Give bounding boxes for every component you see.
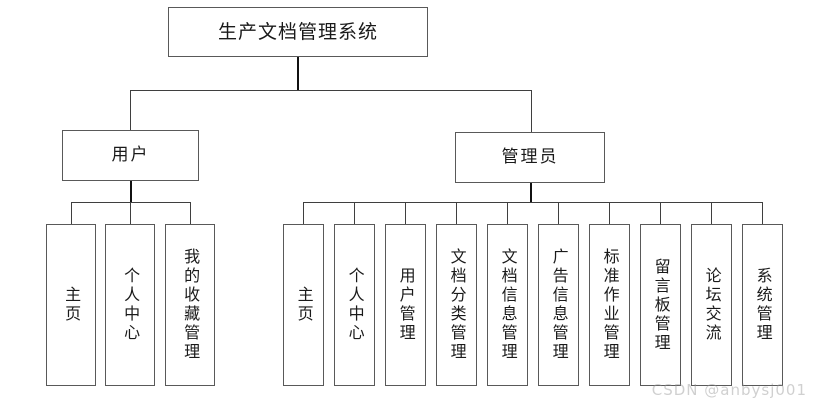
connector-user-stem xyxy=(130,181,132,202)
leaf-admin-system-management-label: 系统管理 xyxy=(753,267,773,343)
leaf-admin-personal-center: 个人中心 xyxy=(334,224,375,386)
connector-admin-child-5 xyxy=(558,202,559,224)
node-user: 用户 xyxy=(62,130,199,181)
node-root-label: 生产文档管理系统 xyxy=(217,20,378,43)
leaf-admin-home-label: 主页 xyxy=(294,286,314,324)
node-root-system: 生产文档管理系统 xyxy=(168,7,428,57)
node-user-label: 用户 xyxy=(111,145,150,166)
leaf-admin-standard-work-management-label: 标准作业管理 xyxy=(600,248,620,362)
connector-admin-child-8 xyxy=(711,202,712,224)
leaf-user-personal-center: 个人中心 xyxy=(105,224,155,386)
leaf-admin-doc-category-management: 文档分类管理 xyxy=(436,224,477,386)
connector-root-bus xyxy=(130,90,532,91)
leaf-admin-home: 主页 xyxy=(283,224,324,386)
leaf-admin-user-management-label: 用户管理 xyxy=(396,267,416,343)
connector-user-child-1 xyxy=(130,202,131,224)
leaf-admin-forum-label: 论坛交流 xyxy=(702,267,722,343)
leaf-admin-doc-info-management-label: 文档信息管理 xyxy=(498,248,518,362)
connector-admin-child-4 xyxy=(507,202,508,224)
connector-admin-child-1 xyxy=(354,202,355,224)
connector-root-to-admin xyxy=(531,90,532,133)
connector-admin-child-2 xyxy=(405,202,406,224)
connector-admin-stem xyxy=(530,183,532,202)
leaf-user-home: 主页 xyxy=(46,224,96,386)
connector-admin-child-0 xyxy=(303,202,304,224)
leaf-admin-doc-info-management: 文档信息管理 xyxy=(487,224,528,386)
leaf-user-my-favorites-label: 我的收藏管理 xyxy=(181,248,201,362)
leaf-admin-system-management: 系统管理 xyxy=(742,224,783,386)
connector-admin-child-3 xyxy=(456,202,457,224)
connector-admin-child-7 xyxy=(660,202,661,224)
leaf-admin-message-board-management: 留言板管理 xyxy=(640,224,681,386)
connector-admin-bus xyxy=(303,202,763,203)
connector-root-to-user xyxy=(130,90,131,131)
connector-user-child-2 xyxy=(190,202,191,224)
leaf-admin-forum: 论坛交流 xyxy=(691,224,732,386)
node-admin-label: 管理员 xyxy=(501,147,559,168)
leaf-user-my-favorites: 我的收藏管理 xyxy=(165,224,215,386)
leaf-user-home-label: 主页 xyxy=(62,286,82,324)
connector-admin-child-9 xyxy=(762,202,763,224)
leaf-admin-message-board-management-label: 留言板管理 xyxy=(651,257,671,353)
connector-root-stem xyxy=(297,57,299,90)
leaf-admin-standard-work-management: 标准作业管理 xyxy=(589,224,630,386)
leaf-admin-ad-info-management-label: 广告信息管理 xyxy=(549,248,569,362)
connector-user-child-0 xyxy=(71,202,72,224)
leaf-admin-personal-center-label: 个人中心 xyxy=(345,267,365,343)
leaf-user-personal-center-label: 个人中心 xyxy=(121,267,141,343)
leaf-admin-user-management: 用户管理 xyxy=(385,224,426,386)
leaf-admin-doc-category-management-label: 文档分类管理 xyxy=(447,248,467,362)
connector-admin-child-6 xyxy=(609,202,610,224)
node-admin: 管理员 xyxy=(455,132,605,183)
leaf-admin-ad-info-management: 广告信息管理 xyxy=(538,224,579,386)
